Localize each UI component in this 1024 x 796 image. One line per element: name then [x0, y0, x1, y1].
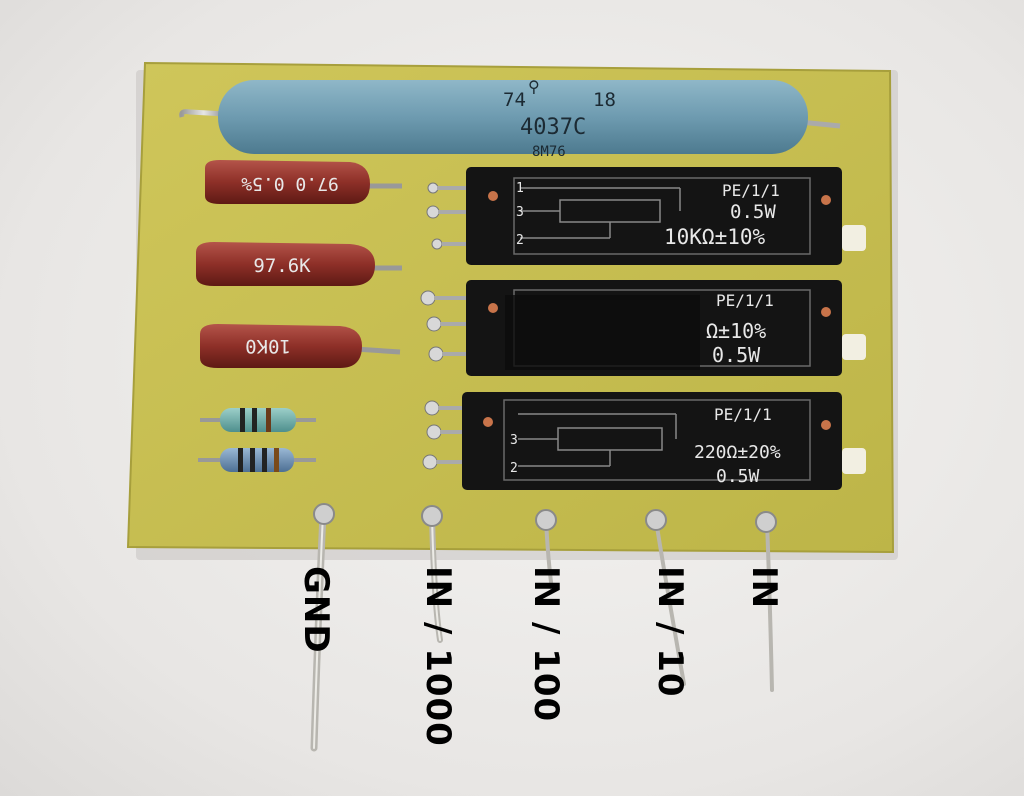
- red-resistor-2: 97.6K: [172, 242, 402, 286]
- trimmer-pins: [420, 182, 444, 470]
- big-resistor-date: 8M76: [532, 144, 566, 160]
- big-resistor-mark-right: 18: [593, 89, 616, 111]
- label-gnd: GND: [296, 566, 336, 654]
- red-resistor-3: 10K0: [172, 324, 401, 368]
- svg-text:3: 3: [510, 433, 518, 448]
- trimmer-1-brand: PE/1/1: [722, 181, 780, 200]
- svg-text:3: 3: [516, 205, 524, 220]
- svg-text:2: 2: [516, 233, 524, 248]
- red-resistor-1-marking: 97.0 0.5%: [241, 173, 339, 194]
- big-resistor-code: 4037C: [520, 115, 586, 140]
- trimmer-1-power: 0.5W: [730, 201, 776, 223]
- svg-text:1: 1: [516, 181, 524, 196]
- trimmer-3-value: 220Ω±20%: [694, 442, 781, 463]
- small-resistor-blue: [198, 448, 316, 472]
- svg-text:2: 2: [510, 461, 518, 476]
- pin-solder-joints: [313, 503, 777, 533]
- trimmer-2-power: 0.5W: [712, 343, 761, 367]
- trimmer-1: 1 3 2 PE/1/1 0.5W 10KΩ±10%: [466, 167, 866, 265]
- trimmer-2-brand: PE/1/1: [716, 291, 774, 310]
- big-resistor-mark-left: 74: [503, 89, 526, 111]
- label-in-100: IN / 100: [526, 566, 566, 723]
- label-in-1000: IN / 1000: [418, 566, 458, 747]
- trimmer-3-brand: PE/1/1: [714, 405, 772, 424]
- red-resistor-1: 97.0 0.5%: [180, 160, 402, 204]
- label-in-10: IN / 10: [650, 566, 690, 698]
- red-resistor-2-marking: 97.6K: [253, 255, 311, 277]
- svg-text:⚲: ⚲: [528, 77, 540, 96]
- trimmer-2-value: Ω±10%: [706, 319, 766, 343]
- trimmer-3: 3 2 PE/1/1 220Ω±20% 0.5W: [462, 392, 866, 490]
- trimmer-2: PE/1/1 Ω±10% 0.5W: [466, 280, 866, 376]
- big-blue-resistor: 74 18 ⚲ 4037C 8M76: [179, 77, 841, 160]
- red-resistor-3-marking: 10K0: [245, 335, 291, 357]
- small-resistor-teal: [200, 408, 316, 432]
- trimmer-1-value: 10KΩ±10%: [664, 225, 766, 249]
- trimmer-3-power: 0.5W: [716, 466, 760, 487]
- label-in: IN: [744, 566, 784, 610]
